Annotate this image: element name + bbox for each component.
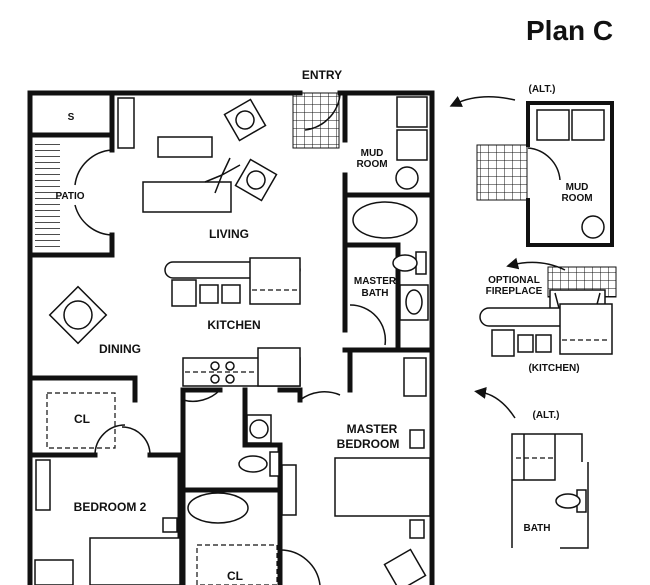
kitchen-island (164, 257, 301, 307)
fireplace-label-1: OPTIONAL (488, 275, 540, 286)
alt-mud-room-label-2: ROOM (561, 193, 592, 204)
storage-label: S (68, 112, 75, 123)
master-bath-label-2: BATH (361, 288, 388, 299)
alt-mud-room-walls (526, 101, 614, 247)
alt-mud-room-fixtures (536, 109, 605, 239)
dining-table (48, 285, 108, 345)
closet-1-label: CL (74, 412, 90, 426)
master-bath-fixtures (349, 201, 429, 346)
living-furniture (117, 97, 278, 213)
kitchen-label: KITCHEN (207, 318, 260, 332)
living-label: LIVING (209, 227, 249, 241)
alt-fireplace (479, 266, 617, 357)
master-bath-label-1: MASTER (354, 276, 397, 287)
bedroom-2-furniture (34, 459, 181, 585)
exterior-walls (27, 90, 435, 585)
master-bedroom-label-2: BEDROOM (337, 437, 400, 451)
master-bedroom-label-1: MASTER (347, 422, 398, 436)
closet-1-door-swing (94, 424, 151, 456)
mud-room-label-1: MUD (361, 148, 384, 159)
closet-2-shelf (196, 544, 278, 585)
alt-mud-room-label-1: MUD (566, 182, 589, 193)
patio-stairs (35, 140, 60, 252)
arrow-icon (474, 386, 516, 419)
alt-label-1: (ALT.) (528, 84, 555, 95)
alt-door-swing (527, 147, 561, 181)
hall-bath-fixtures (182, 389, 280, 524)
entry-door-swing (304, 94, 341, 131)
bedroom-2-label: BEDROOM 2 (74, 500, 147, 514)
arrow-icon (449, 95, 516, 107)
entry-tile (292, 92, 340, 149)
kitchen-counter (182, 347, 301, 387)
plan-title: Plan C (526, 15, 613, 46)
closet-2-label: CL (227, 569, 243, 583)
patio-door-swing (74, 149, 113, 236)
fireplace-label-2: FIREPLACE (486, 286, 543, 297)
mud-room-fixtures (395, 96, 428, 190)
alt-bath-label: BATH (523, 523, 550, 534)
master-bedroom-furniture (279, 357, 431, 585)
alt-label-2: (ALT.) (532, 410, 559, 421)
entry-label: ENTRY (302, 68, 342, 82)
alt-entry-tile (476, 144, 528, 201)
alt-bath (511, 433, 589, 549)
patio-label: PATIO (55, 191, 84, 202)
closet-1-shelf (46, 392, 116, 449)
dining-label: DINING (99, 342, 141, 356)
mud-room-label-2: ROOM (356, 159, 387, 170)
alt-kitchen-note: (KITCHEN) (528, 363, 579, 374)
